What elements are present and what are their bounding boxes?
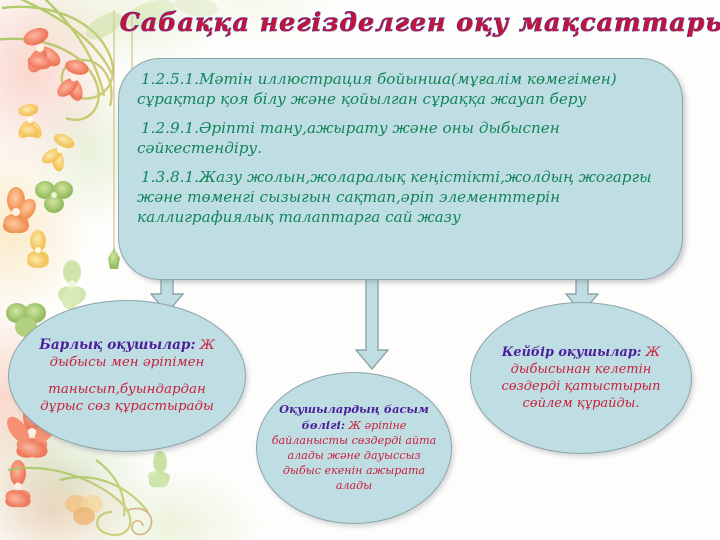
bubble-some-students-text: Кейбір оқушылар: Ж дыбысынан келетін сөз… (471, 344, 691, 411)
bubble-all-students-lead: Барлық оқушылар: (39, 336, 196, 353)
bubble-all-students: Барлық оқушылар: Ж дыбысы мен әріпімен т… (8, 300, 246, 452)
bubble-all-students-body-head: Ж дыбысы мен әріпімен (49, 337, 215, 371)
arrow-to-most-students (355, 272, 389, 370)
objective-item: 1.3.8.1.Жазу жолын,жоларалық кеңістікті,… (137, 168, 652, 227)
bubble-most-students: Оқушылардың басым бөлігі: Ж әріпіне байл… (256, 372, 452, 524)
bubble-most-students-text: Оқушылардың басым бөлігі: Ж әріпіне байл… (257, 402, 451, 494)
bubble-all-students-text: Барлық оқушылар: Ж дыбысы мен әріпімен т… (9, 337, 245, 415)
bubble-spacer (27, 372, 227, 381)
objective-item: 1.2.9.1.Әріпті тану,ажырату және оны дыб… (137, 119, 560, 158)
objective-item: 1.2.5.1.Мәтін иллюстрация бойынша(мұғалі… (137, 70, 617, 109)
bubble-all-students-body-tail: танысып,буындардан дұрыс сөз құрастырады (40, 381, 214, 414)
learning-objectives-panel: 1.2.5.1.Мәтін иллюстрация бойынша(мұғалі… (118, 58, 683, 280)
bubble-most-students-body: Ж әріпіне байланысты сөздерді айта алады… (271, 419, 437, 492)
bubble-some-students-body: Ж дыбысынан келетін сөздерді қатыстырып … (501, 345, 661, 411)
slide-title: Сабаққа негізделген оқу мақсаттары (119, 7, 720, 37)
bubble-some-students: Кейбір оқушылар: Ж дыбысынан келетін сөз… (470, 302, 692, 454)
bubble-most-students-lead: Оқушылардың басым бөлігі: (279, 402, 429, 433)
bubble-some-students-lead: Кейбір оқушылар: (501, 345, 642, 361)
